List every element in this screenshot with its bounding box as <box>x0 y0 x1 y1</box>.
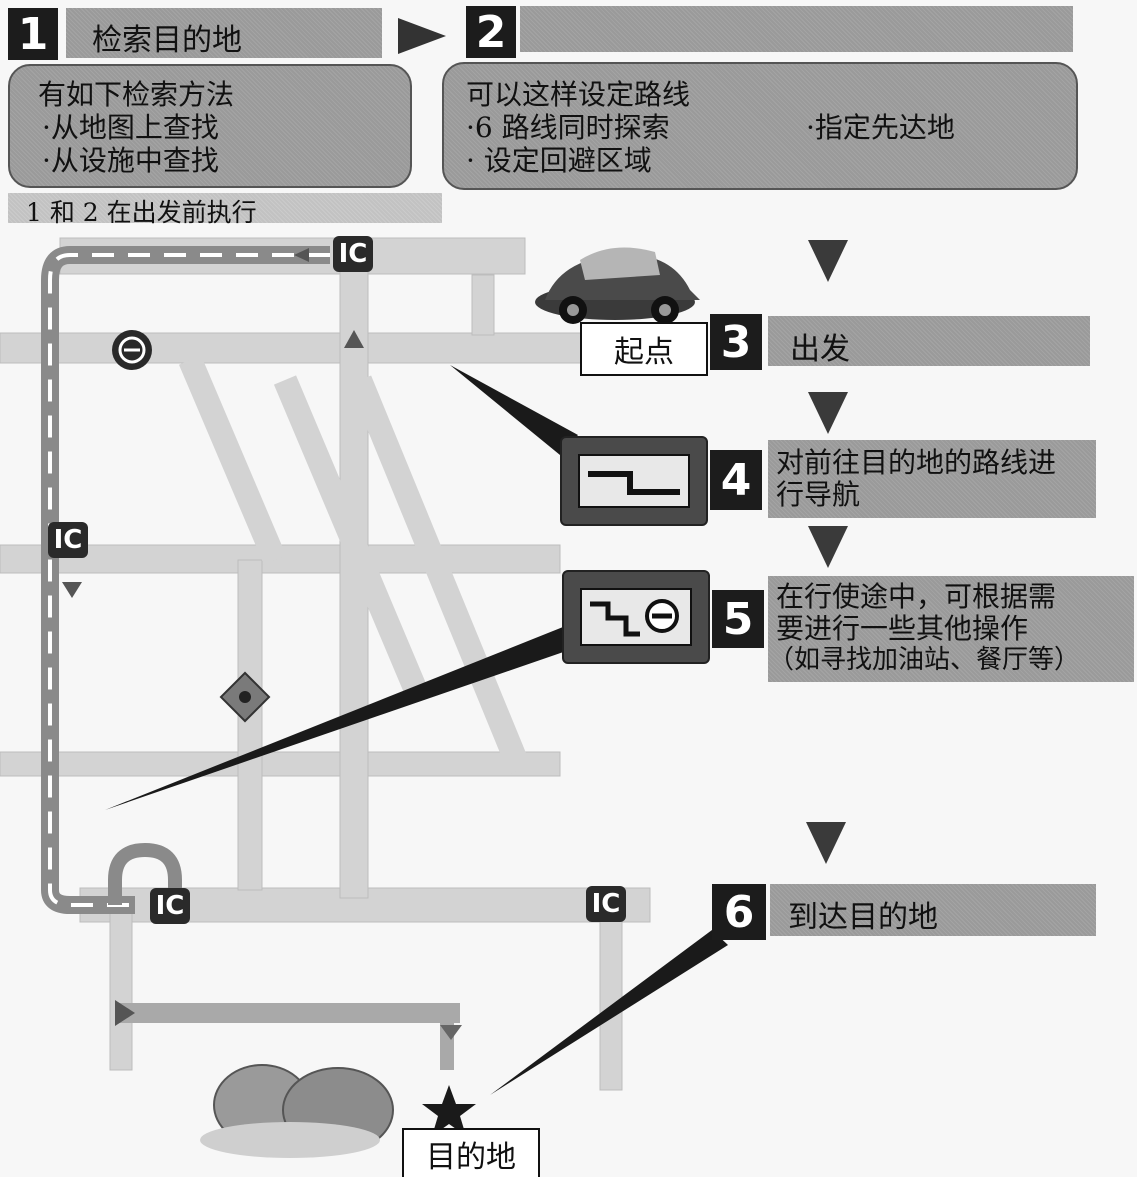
route-option-avoid-area: · 设定回避区域 <box>466 144 652 177</box>
road-v2 <box>237 559 263 891</box>
step5-number-text: 5 <box>722 593 754 645</box>
step4-line2: 行导航 <box>776 478 861 511</box>
ic-label: IC <box>338 239 368 269</box>
step4-bar: 对前往目的地的路线进 行导航 <box>768 440 1096 518</box>
road-diag2 <box>273 375 432 705</box>
flag-down-icon <box>440 1025 462 1040</box>
route-option-waypoint: ·指定先达地 <box>806 111 955 144</box>
step5-line1: 在行使途中，可根据需 <box>776 580 1057 613</box>
search-methods-box: 有如下检索方法 ·从地图上查找 ·从设施中查找 <box>8 64 412 188</box>
step6-number-text: 6 <box>723 886 755 938</box>
step3-number-text: 3 <box>720 316 752 368</box>
road-to-destination <box>440 1010 454 1070</box>
step2-number: 2 <box>466 6 516 58</box>
flow-arrow-3 <box>808 526 848 568</box>
route-dashes <box>48 253 330 907</box>
road-v5 <box>471 274 495 336</box>
route-settings-heading: 可以这样设定路线 <box>466 78 691 111</box>
destination-label: 目的地 <box>402 1128 540 1177</box>
step5-line3: （如寻找加油站、餐厅等） <box>768 645 1081 675</box>
step6-bar: 到达目的地 <box>770 884 1096 936</box>
step3-text: 出发 <box>790 332 850 367</box>
step6-number: 6 <box>712 884 766 940</box>
step5-line2: 要进行一些其他操作 <box>776 612 1029 645</box>
road-bottom-route <box>115 1003 460 1023</box>
step4-line1: 对前往目的地的路线进 <box>776 446 1057 479</box>
pointer-step6 <box>490 930 728 1095</box>
flow-arrow-1 <box>808 240 848 282</box>
destination-star-icon <box>422 1085 476 1136</box>
step1-number-text: 1 <box>17 8 49 60</box>
arrow-down-icon <box>62 582 82 598</box>
step4-number-text: 4 <box>720 454 752 506</box>
step4-number: 4 <box>710 450 762 510</box>
detour-screen-icon <box>562 570 710 664</box>
start-label: 起点 <box>580 322 708 376</box>
next-arrow-icon <box>398 18 446 54</box>
step1-bar: 检索目的地 <box>66 8 382 58</box>
ic-sign-top: IC <box>333 236 373 272</box>
step3-number: 3 <box>710 314 762 370</box>
uturn-loop <box>108 842 182 905</box>
destination-label-text: 目的地 <box>426 1140 516 1175</box>
route-settings-box: 可以这样设定路线 ·6 路线同时探索 · 设定回避区域 ·指定先达地 <box>442 62 1078 190</box>
search-method-map: ·从地图上查找 <box>42 111 219 144</box>
pointer-step4 <box>450 365 578 455</box>
road-main-ew <box>0 332 601 364</box>
step5-bar: 在行使途中，可根据需 要进行一些其他操作 （如寻找加油站、餐厅等） <box>768 576 1134 682</box>
flag-left-icon <box>115 1000 135 1026</box>
ic-label: IC <box>155 891 185 921</box>
pre-departure-note-text: 1 和 2 在出发前执行 <box>26 198 257 227</box>
pre-departure-note: 1 和 2 在出发前执行 <box>8 193 442 227</box>
flow-arrow-4 <box>806 822 846 864</box>
route-option-six-routes: ·6 路线同时探索 <box>466 111 670 144</box>
step1-title: 检索目的地 <box>92 23 242 58</box>
arrow-up-icon <box>344 330 364 348</box>
road-v4 <box>109 899 133 1071</box>
road-lower-ew <box>0 751 561 777</box>
search-method-facility: ·从设施中查找 <box>42 144 219 177</box>
road-diag3 <box>348 375 532 775</box>
start-label-text: 起点 <box>614 335 674 370</box>
step5-number: 5 <box>712 590 764 648</box>
flow-arrow-2 <box>808 392 848 434</box>
arrow-left-icon <box>294 248 309 262</box>
pointer-step5 <box>105 625 575 810</box>
step2-bar <box>520 6 1073 52</box>
road-diag1 <box>178 355 287 565</box>
ic-sign-bottom-right: IC <box>586 886 626 922</box>
step2-number-text: 2 <box>475 6 507 58</box>
guidance-screen-icon <box>560 436 708 526</box>
ic-sign-left: IC <box>48 522 88 558</box>
ic-sign-bottom-left: IC <box>150 888 190 924</box>
ic-label: IC <box>591 889 621 919</box>
step3-bar: 出发 <box>768 316 1090 367</box>
step6-text: 到达目的地 <box>788 900 938 935</box>
car-icon <box>535 247 700 324</box>
step1-number: 1 <box>8 8 58 60</box>
ic-label: IC <box>53 525 83 555</box>
search-methods-heading: 有如下检索方法 <box>38 78 235 111</box>
